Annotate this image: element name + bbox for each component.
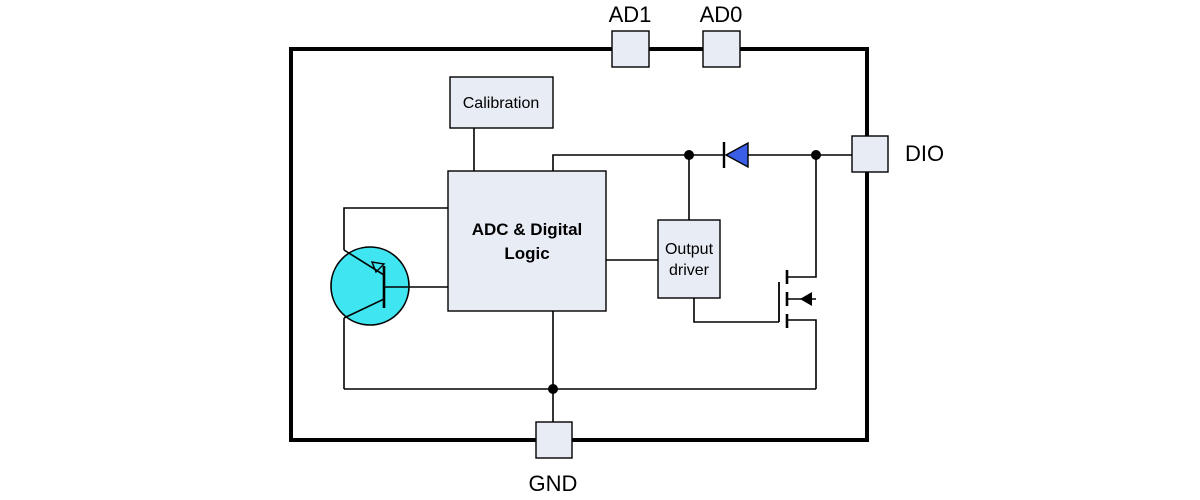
chip-outline	[289, 47, 869, 442]
junction-dot	[811, 150, 821, 160]
calibration-label: Calibration	[463, 95, 539, 112]
junction-dot	[684, 150, 694, 160]
pin-gnd: GND	[529, 421, 578, 496]
pin-ad0: AD0	[700, 2, 743, 68]
pin-ad1-label: AD1	[609, 2, 652, 27]
pin-dio-pad	[851, 135, 889, 173]
pin-ad0-pad	[702, 30, 741, 68]
pin-ad1: AD1	[609, 2, 652, 68]
adc-digital-logic-block: ADC & Digital Logic	[447, 170, 607, 312]
mosfet-icon	[778, 270, 816, 328]
pin-ad1-pad	[611, 30, 650, 68]
pin-gnd-label: GND	[529, 471, 578, 496]
pin-ad0-label: AD0	[700, 2, 743, 27]
driver-label-line1: Output	[665, 241, 714, 258]
diode-icon	[722, 141, 749, 169]
wires	[343, 128, 852, 422]
pin-gnd-pad	[535, 421, 573, 459]
adc-label-line2: Logic	[504, 244, 549, 263]
pin-dio: DIO	[851, 135, 944, 173]
pin-dio-label: DIO	[905, 141, 944, 166]
calibration-block: Calibration	[449, 76, 554, 129]
driver-label-line2: driver	[669, 262, 710, 279]
junction-dot	[548, 384, 558, 394]
adc-label-line1: ADC & Digital	[472, 220, 583, 239]
bjt-transistor-icon	[330, 246, 410, 326]
output-driver-block: Output driver	[657, 219, 721, 299]
